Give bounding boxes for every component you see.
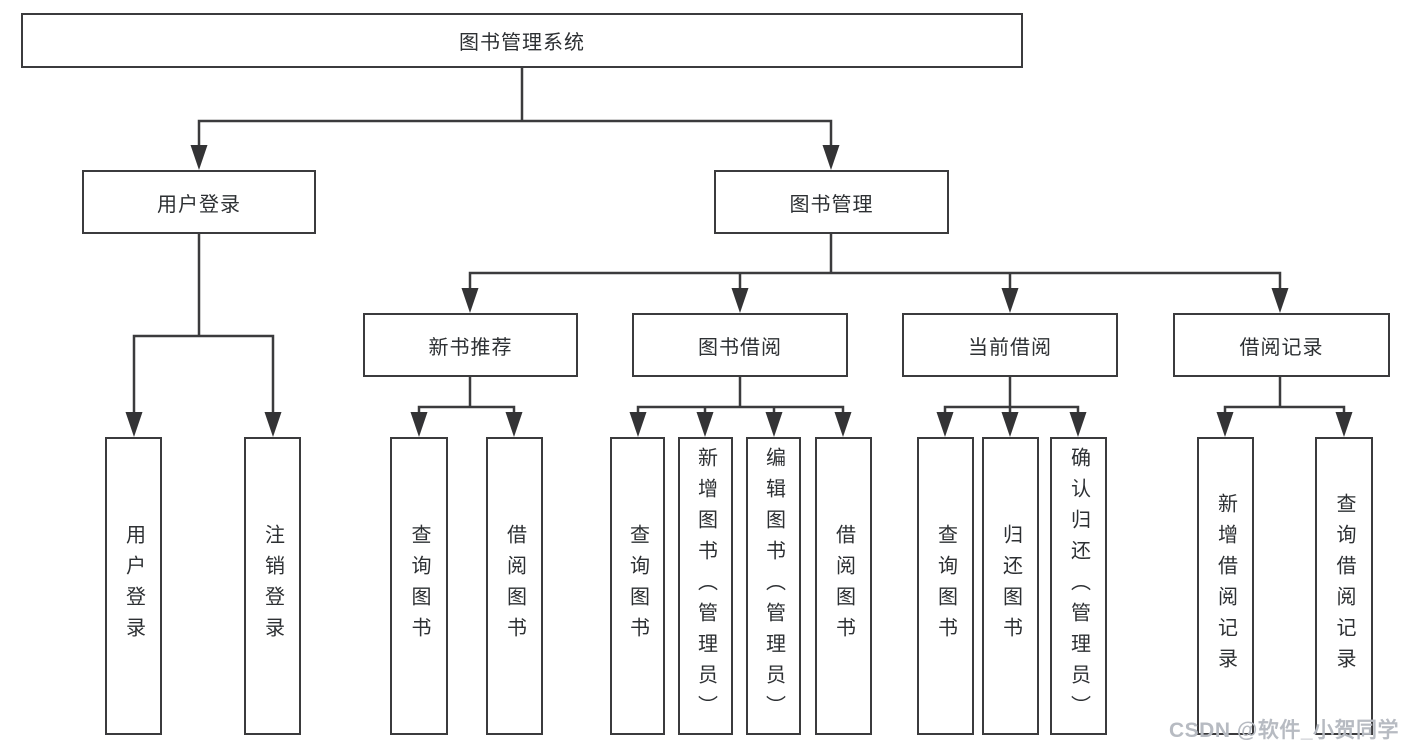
leaf-borrow-books-recommend: 借阅图书 (486, 437, 543, 735)
node-label: 借阅图书 (503, 524, 526, 648)
node-borrowing-records: 借阅记录 (1173, 313, 1390, 377)
arrow-icon (1001, 288, 1019, 313)
arrow-icon (1001, 412, 1019, 437)
leaf-add-book-admin: 新增图书（管理员） (678, 437, 733, 735)
arrow-icon (264, 412, 282, 437)
leaf-query-books-recommend: 查询图书 (390, 437, 448, 735)
wire-userlogin-children (132, 232, 275, 415)
wire-records-children (1223, 375, 1346, 415)
node-label: 借阅图书 (832, 524, 855, 648)
wire-current-children (943, 375, 1080, 415)
node-label: 用户登录 (157, 193, 241, 216)
arrowheads (125, 145, 1353, 437)
csdn-watermark: CSDN @软件_小贺同学 (1169, 719, 1399, 742)
node-label: 编辑图书（管理员） (762, 446, 785, 726)
leaf-user-login: 用户登录 (105, 437, 162, 735)
node-label: 借阅记录 (1239, 336, 1324, 359)
wire-root-to-level2 (197, 66, 833, 149)
arrow-icon (125, 412, 143, 437)
arrow-icon (461, 288, 479, 313)
node-book-management: 图书管理 (714, 170, 949, 234)
wire-recommend-children (417, 375, 516, 415)
node-label: 用户登录 (122, 524, 145, 648)
leaf-query-borrow-record: 查询借阅记录 (1315, 437, 1373, 735)
node-label: 新增借阅记录 (1214, 493, 1237, 679)
node-library-management-system: 图书管理系统 (21, 13, 1023, 68)
arrow-icon (1069, 412, 1087, 437)
leaf-query-books-borrowing: 查询图书 (610, 437, 665, 735)
leaf-add-borrow-record: 新增借阅记录 (1197, 437, 1254, 735)
arrow-icon (765, 412, 783, 437)
arrow-icon (696, 412, 714, 437)
arrow-icon (505, 412, 523, 437)
leaf-edit-book-admin: 编辑图书（管理员） (746, 437, 801, 735)
leaf-confirm-return-admin: 确认归还（管理员） (1050, 437, 1107, 735)
node-label: 查询图书 (934, 524, 957, 648)
arrow-icon (629, 412, 647, 437)
leaf-logout: 注销登录 (244, 437, 301, 735)
arrow-icon (834, 412, 852, 437)
node-current-borrowing: 当前借阅 (902, 313, 1118, 377)
node-label: 注销登录 (261, 524, 284, 648)
leaf-borrow-books-borrowing: 借阅图书 (815, 437, 872, 735)
node-user-login: 用户登录 (82, 170, 316, 234)
arrow-icon (1216, 412, 1234, 437)
arrow-icon (822, 145, 840, 170)
leaf-query-books-current: 查询图书 (917, 437, 974, 735)
node-label: 图书管理 (789, 193, 874, 216)
node-label: 新增图书（管理员） (694, 446, 717, 726)
wire-bookmgmt-to-level3 (468, 232, 1282, 291)
arrow-icon (936, 412, 954, 437)
arrow-icon (1271, 288, 1289, 313)
node-label: 图书管理系统 (459, 32, 585, 54)
node-label: 新书推荐 (428, 336, 513, 359)
node-label: 查询图书 (626, 524, 649, 648)
node-label: 图书借阅 (698, 336, 782, 359)
node-label: 查询借阅记录 (1333, 493, 1355, 679)
node-label: 确认归还（管理员） (1067, 446, 1090, 726)
arrow-icon (410, 412, 428, 437)
node-label: 归还图书 (999, 524, 1022, 648)
node-label: 查询图书 (408, 524, 430, 648)
node-book-borrowing: 图书借阅 (632, 313, 848, 377)
arrow-icon (1335, 412, 1353, 437)
wire-borrowing-children (636, 375, 845, 415)
node-new-book-recommend: 新书推荐 (363, 313, 578, 377)
leaf-return-book: 归还图书 (982, 437, 1039, 735)
arrow-icon (190, 145, 208, 170)
arrow-icon (731, 288, 749, 313)
node-label: 当前借阅 (968, 336, 1052, 359)
